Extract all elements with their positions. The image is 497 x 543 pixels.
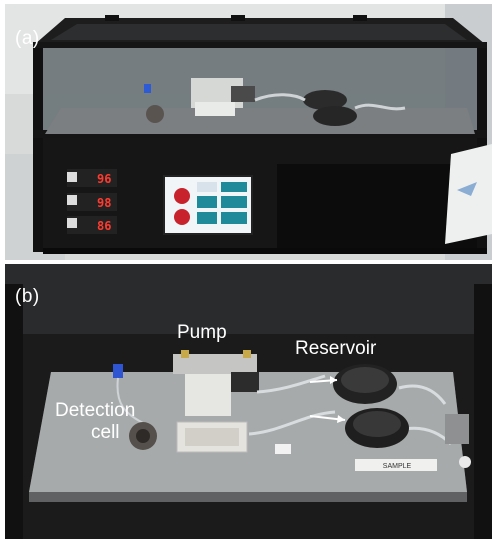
pump-annotation: Pump <box>177 322 227 343</box>
controller-readout-3: 86 <box>97 219 111 233</box>
panel-b-plates: SAMPLE <box>383 463 412 470</box>
panel-b-photo: SAMPLE (b) Pump Reservoir Detection cell <box>5 264 492 539</box>
panel-a-scene <box>5 4 492 260</box>
panel-a-label: (a) <box>15 28 40 49</box>
controller-readouts: 96 98 86 <box>97 172 111 233</box>
detection-cell-annotation-line1: Detection <box>55 400 136 421</box>
sample-plate-label: SAMPLE <box>383 463 412 470</box>
reservoir-annotation: Reservoir <box>295 338 377 359</box>
panel-a-photo: 96 98 86 (a) <box>5 4 492 260</box>
panel-b-scene <box>5 264 492 539</box>
detection-cell-annotation-line2: cell <box>91 422 120 443</box>
panel-b-label: (b) <box>15 286 40 307</box>
controller-readout-2: 98 <box>97 196 111 210</box>
controller-readout-1: 96 <box>97 172 111 186</box>
